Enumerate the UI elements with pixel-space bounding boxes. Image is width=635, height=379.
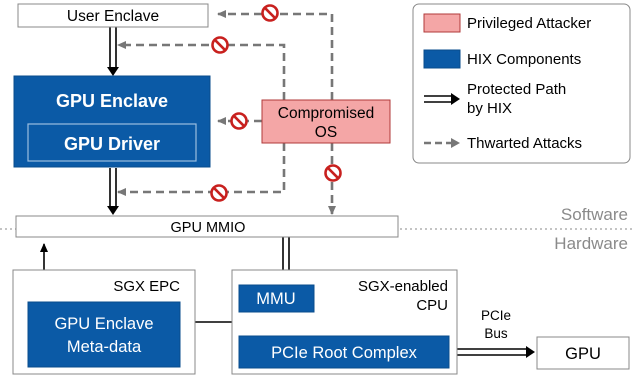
gpu-driver-box — [27, 123, 197, 162]
prohibited-icon — [211, 36, 229, 54]
legend-privileged-label: Privileged Attacker — [467, 15, 591, 32]
legend-thwarted-label: Thwarted Attacks — [467, 135, 582, 152]
sgx-epc-label: SGX EPC — [113, 278, 180, 295]
gpu-label: GPU — [565, 345, 601, 363]
gpu-enclave-label: GPU Enclave — [56, 91, 168, 111]
pcie-root-complex-box — [238, 335, 450, 369]
legend-protected-label-1: Protected Path — [467, 81, 566, 98]
legend-attacker-swatch — [423, 13, 461, 33]
prohibited-icon — [210, 184, 228, 202]
gpu-mmio-label: GPU MMIO — [171, 220, 246, 236]
thwarted-attack-paths — [117, 10, 336, 215]
prohibited-icon — [261, 4, 279, 22]
gpu-enclave-metadata-box — [27, 301, 181, 368]
mmu-label: MMU — [256, 290, 295, 308]
compromised-os-label-1: Compromised — [278, 105, 374, 122]
software-layer-label: Software — [561, 205, 628, 224]
user-enclave-box — [17, 3, 209, 28]
legend-hix-label: HIX Components — [467, 51, 581, 68]
pcie-bus-label-2: Bus — [484, 326, 508, 341]
protected-paths — [109, 27, 527, 356]
metadata-label-2: Meta-data — [67, 338, 142, 356]
prohibited-icon — [230, 112, 248, 130]
pcie-root-complex-label: PCIe Root Complex — [271, 344, 418, 362]
metadata-label-1: GPU Enclave — [54, 315, 153, 333]
mmu-box — [238, 284, 315, 313]
gpu-driver-label: GPU Driver — [64, 134, 160, 154]
hardware-layer-label: Hardware — [554, 234, 628, 253]
pcie-bus-label-1: PCIe — [481, 308, 511, 323]
legend-protected-label-2: by HIX — [467, 100, 512, 117]
gpu-box — [536, 336, 630, 370]
cpu-label-1: SGX-enabled — [358, 278, 448, 295]
prohibited-icon — [324, 164, 342, 182]
gpu-mmio-box — [15, 215, 399, 238]
legend: Privileged Attacker HIX Components Prote… — [412, 3, 631, 164]
cpu-label-2: CPU — [416, 297, 448, 314]
legend-protected-arrow-icon — [451, 93, 460, 105]
compromised-os-label-2: OS — [315, 124, 337, 141]
compromised-os-box — [261, 99, 391, 144]
user-enclave-label: User Enclave — [67, 8, 159, 25]
legend-hix-swatch — [423, 49, 461, 69]
legend-thwarted-arrow-icon — [451, 138, 460, 148]
